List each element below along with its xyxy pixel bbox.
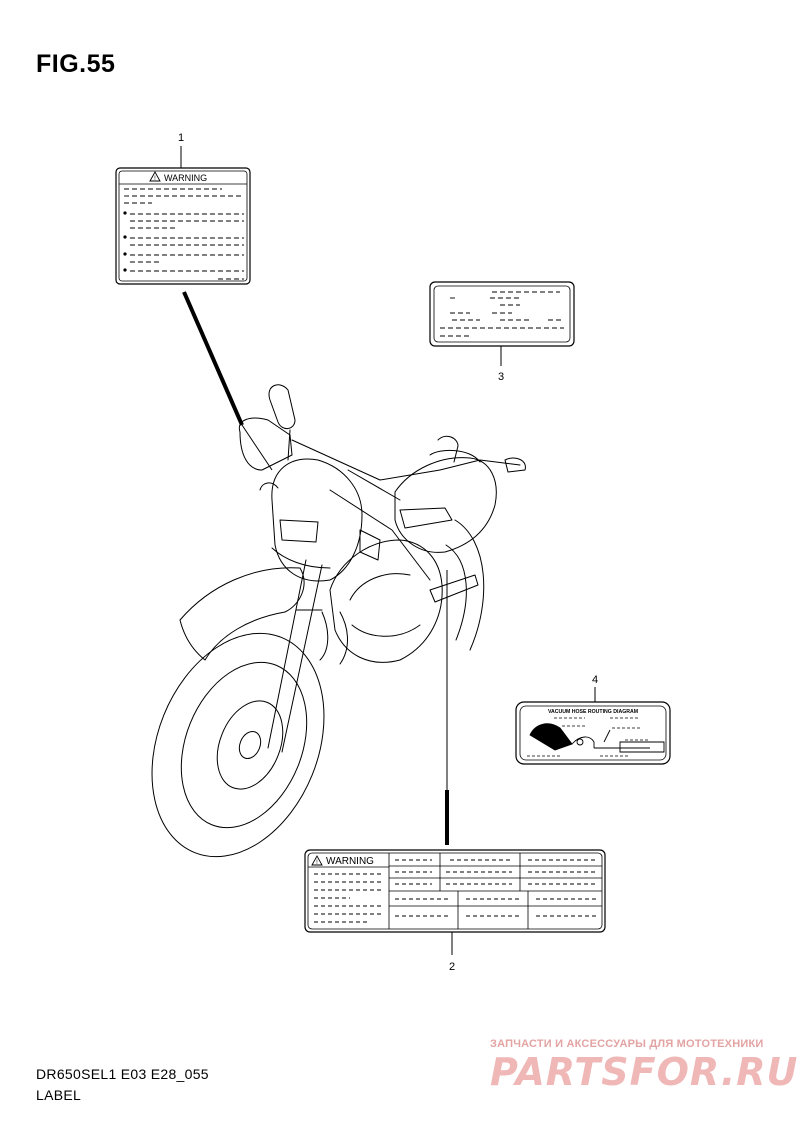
label-3[interactable]: 3 bbox=[429, 281, 575, 383]
watermark-brand: PARTSFOR.RU bbox=[490, 1050, 799, 1094]
warning-triangle-icon: ! bbox=[311, 855, 323, 866]
warning-triangle-icon: ! bbox=[149, 171, 161, 182]
figure-title: FIG.55 bbox=[36, 50, 116, 78]
label-1-warning[interactable]: 1 ! WARNING bbox=[115, 132, 251, 285]
label-1-header: WARNING bbox=[164, 173, 207, 183]
callout-number-3: 3 bbox=[498, 371, 504, 383]
callout-number-2: 2 bbox=[449, 961, 455, 973]
label-4-header: VACUUM HOSE ROUTING DIAGRAM bbox=[548, 709, 638, 715]
callout-number-1: 1 bbox=[178, 132, 184, 144]
section-label: LABEL bbox=[36, 1087, 82, 1103]
watermark-tagline: ЗАПЧАСТИ И АКСЕССУАРЫ ДЛЯ МОТОТЕХНИКИ bbox=[490, 1038, 764, 1050]
callout-number-4: 4 bbox=[592, 674, 598, 686]
svg-text:!: ! bbox=[154, 176, 156, 182]
svg-text:!: ! bbox=[316, 860, 318, 866]
label-2-warning[interactable]: ! WARNING bbox=[304, 849, 606, 973]
model-code: DR650SEL1 E03 E28_055 bbox=[36, 1066, 209, 1082]
label-4-vacuum-hose[interactable]: 4 VACUUM HOSE ROUTING DIAGRAM bbox=[515, 674, 671, 765]
motorcycle-drawing bbox=[151, 384, 526, 858]
label-2-header: WARNING bbox=[326, 856, 374, 867]
